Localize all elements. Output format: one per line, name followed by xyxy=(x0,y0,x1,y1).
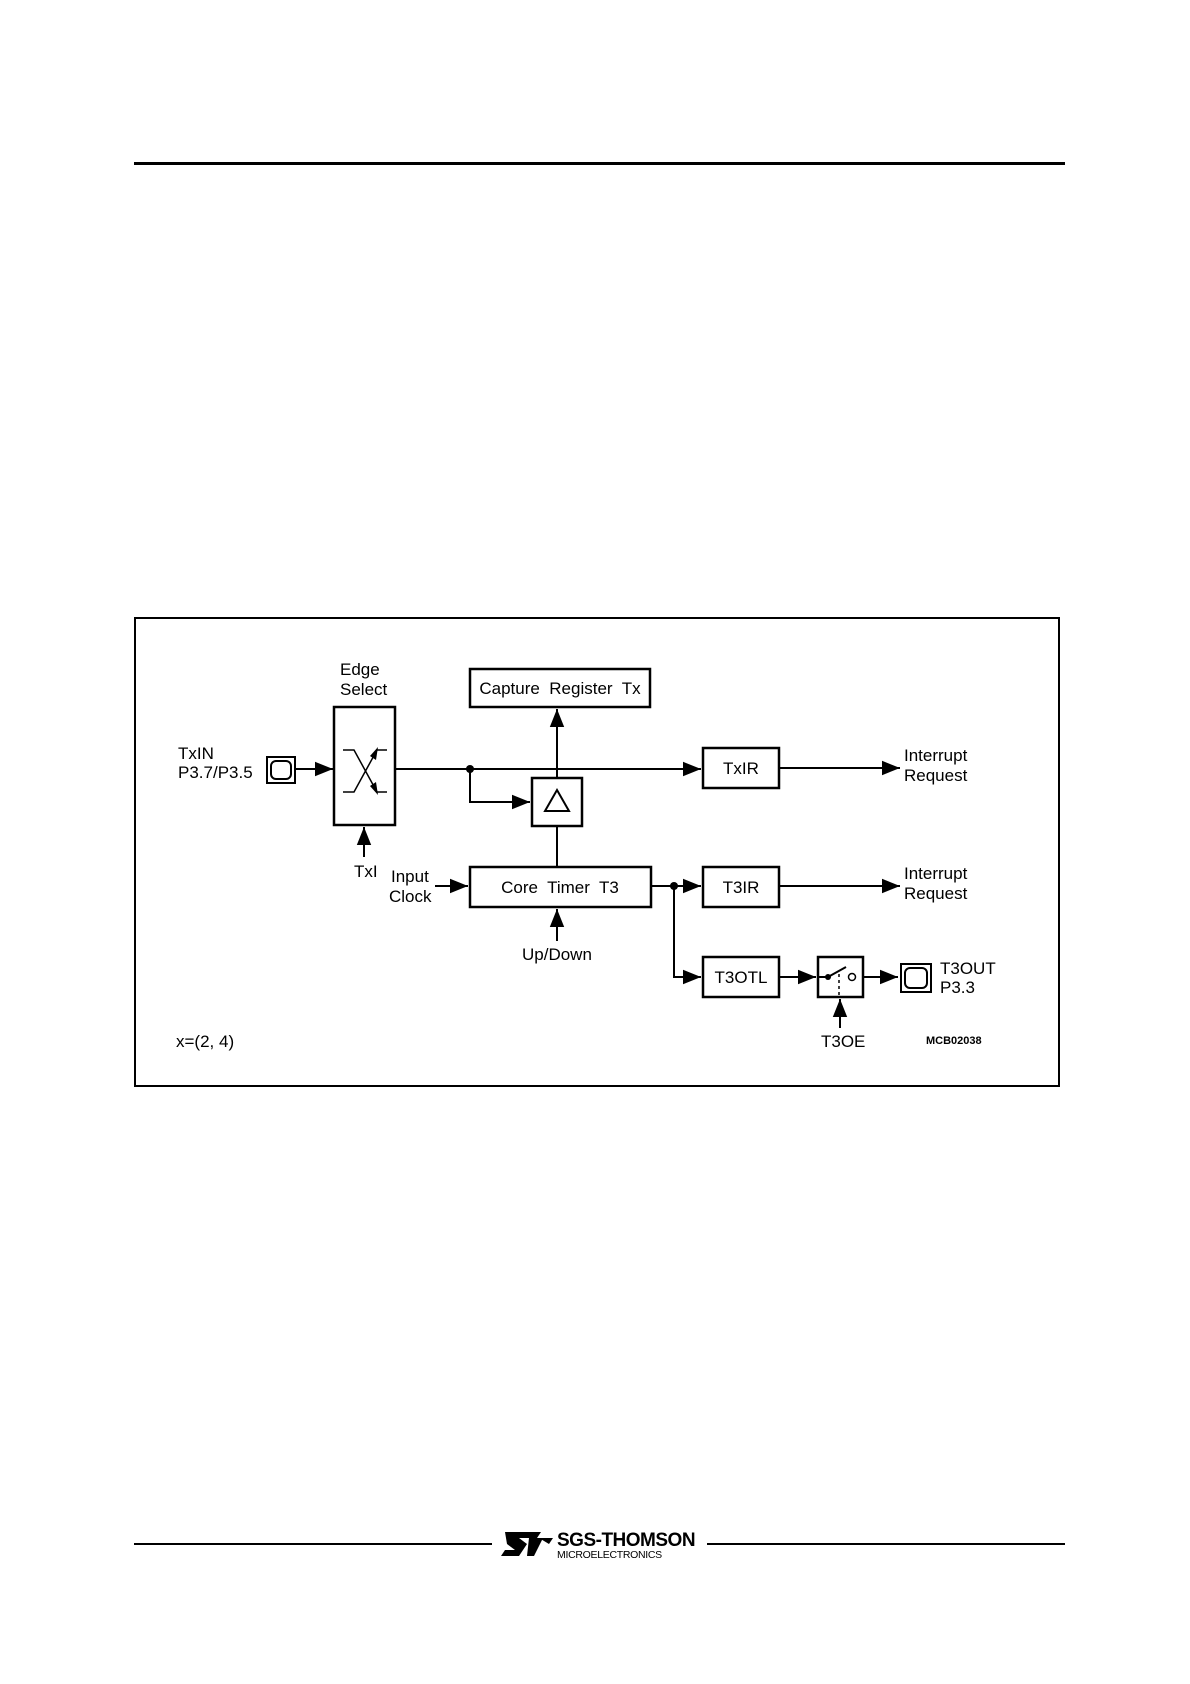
t3ir-label: T3IR xyxy=(723,878,760,897)
footer-rule-right xyxy=(707,1543,1065,1545)
capture-register-box xyxy=(468,667,652,709)
capture-trigger-delta-icon xyxy=(530,776,584,828)
input-clock-label-line1: Input xyxy=(391,867,429,886)
footer-rule-left xyxy=(134,1543,492,1545)
interrupt-request-2-line2: Request xyxy=(904,884,968,903)
txi-label: TxI xyxy=(354,862,378,881)
txin-pin-icon xyxy=(266,756,296,784)
logo-name: SGS-THOMSON xyxy=(557,1530,695,1551)
figure-code: MCB02038 xyxy=(926,1035,982,1047)
logo-sub: MICROELECTRONICS xyxy=(557,1549,662,1561)
t3otl-label: T3OTL xyxy=(715,968,768,987)
top-rule xyxy=(134,162,1065,165)
edge-select-label-line2: Select xyxy=(340,680,388,699)
interrupt-request-1-line2: Request xyxy=(904,766,968,785)
block-diagram: TxIN P3.7/P3.5 Edge Select TxI Capture R… xyxy=(176,660,996,1051)
output-enable-switch-icon xyxy=(816,955,865,999)
interrupt-request-1-line1: Interrupt xyxy=(904,746,968,765)
sgs-thomson-logo: SGS-THOMSON MICROELECTRONICS xyxy=(501,1530,696,1561)
core-timer-label: Core Timer T3 xyxy=(501,878,619,897)
t3out-label-line1: T3OUT xyxy=(940,959,996,978)
input-clock-label-line2: Clock xyxy=(389,887,432,906)
updown-label: Up/Down xyxy=(522,945,592,964)
interrupt-request-2-line1: Interrupt xyxy=(904,864,968,883)
txin-label-line1: TxIN xyxy=(178,744,214,763)
t3out-label-line2: P3.3 xyxy=(940,978,975,997)
t3out-pin-icon xyxy=(900,963,932,993)
t3oe-label: T3OE xyxy=(821,1032,865,1051)
edge-select-block xyxy=(332,705,397,827)
txir-label: TxIR xyxy=(723,759,759,778)
x-note: x=(2, 4) xyxy=(176,1032,234,1051)
st-logo-mark-icon xyxy=(501,1532,553,1556)
edge-select-label-line1: Edge xyxy=(340,660,380,679)
block-diagram-frame: TxIN P3.7/P3.5 Edge Select TxI Capture R… xyxy=(134,617,1060,1087)
capture-register-label: Capture Register Tx xyxy=(479,679,641,698)
txin-label-line2: P3.7/P3.5 xyxy=(178,763,253,782)
